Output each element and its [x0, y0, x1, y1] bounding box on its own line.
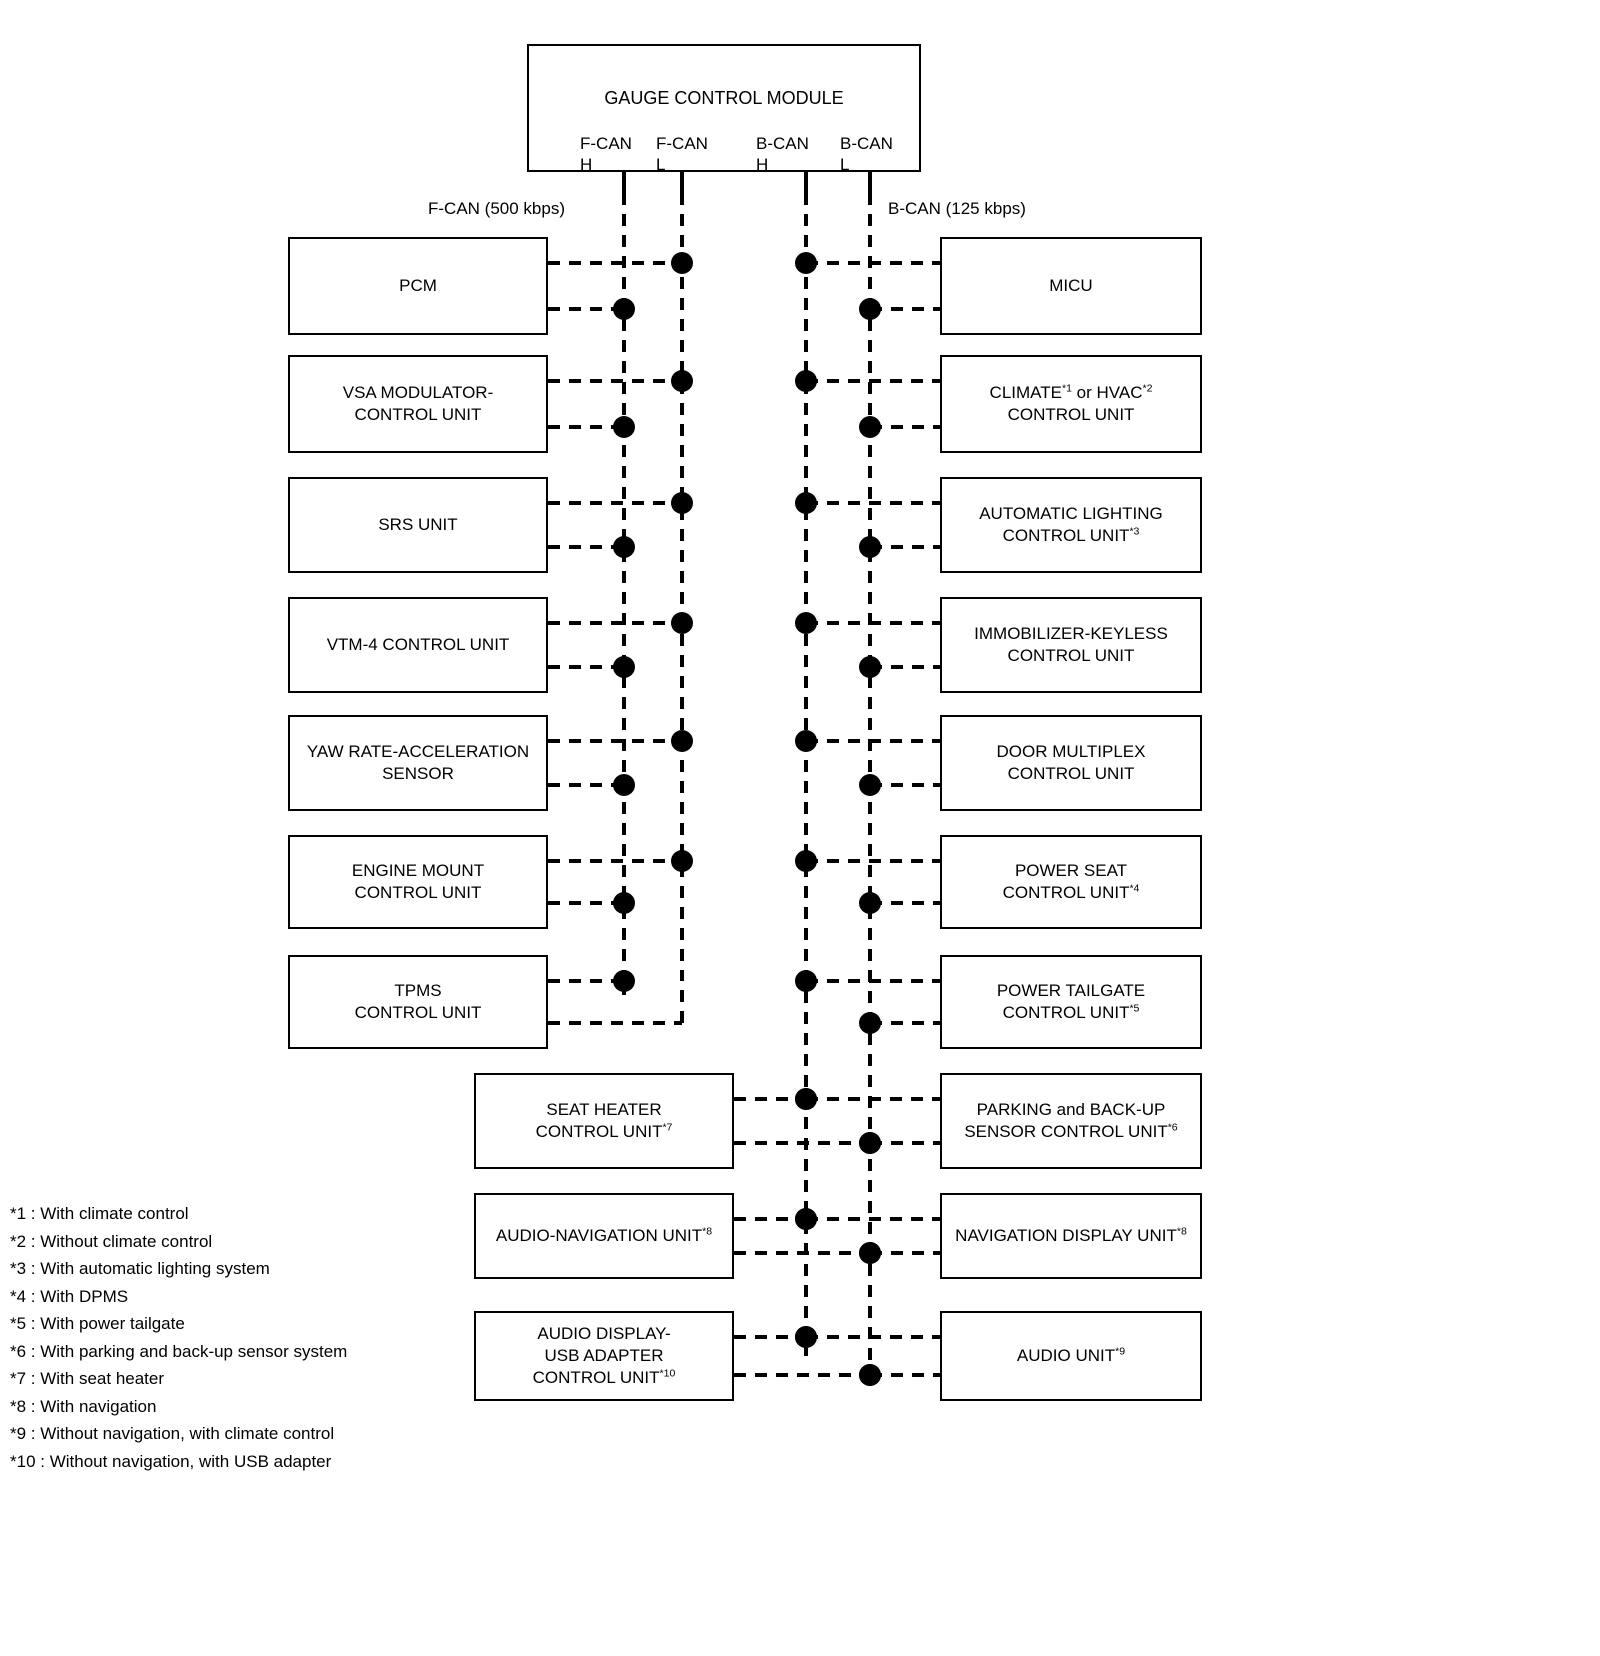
- unit-label: NAVIGATION DISPLAY UNIT*8: [955, 1225, 1187, 1245]
- bus-label-b-can: B-CAN (125 kbps): [888, 199, 1026, 218]
- gauge-control-module-box: GAUGE CONTROL MODULE: [527, 44, 921, 172]
- unit-box-right-0: MICU: [940, 237, 1202, 335]
- unit-box-left-0: PCM: [288, 237, 548, 335]
- footnote-9: *9 : Without navigation, with climate co…: [10, 1424, 335, 1444]
- footnote-legend: *1 : With climate control *2 : Without cl…: [10, 1200, 347, 1475]
- unit-box-right-8: NAVIGATION DISPLAY UNIT*8: [940, 1193, 1202, 1279]
- unit-label: AUDIO-NAVIGATION UNIT*8: [495, 1225, 713, 1245]
- pin-label-f-can-l: F-CAN L: [656, 134, 708, 175]
- unit-box-left-2: SRS UNIT: [288, 477, 548, 573]
- pin-label-b-can-h: B-CAN H: [756, 134, 809, 175]
- unit-label: VSA MODULATOR-CONTROL UNIT: [342, 382, 494, 424]
- gauge-control-module-title: GAUGE CONTROL MODULE: [604, 88, 844, 108]
- unit-label: AUDIO UNIT*9: [1016, 1345, 1126, 1365]
- pin-label-b-can-l: B-CAN L: [840, 134, 893, 175]
- unit-box-left-1: VSA MODULATOR-CONTROL UNIT: [288, 355, 548, 453]
- unit-label: SRS UNIT: [378, 514, 458, 534]
- pin-label-f-can-h: F-CAN H: [580, 134, 632, 175]
- footnote-1: *1 : With climate control: [10, 1204, 189, 1223]
- unit-box-right-9: AUDIO UNIT*9: [940, 1311, 1202, 1401]
- unit-box-center-1: AUDIO-NAVIGATION UNIT*8: [474, 1193, 734, 1279]
- footnote-3: *3 : With automatic lighting system: [10, 1259, 270, 1279]
- unit-label: PCM: [399, 275, 437, 295]
- footnote-4: *4 : With DPMS: [10, 1286, 129, 1306]
- footnote-6: *6 : With parking and back-up sensor sys…: [10, 1341, 348, 1361]
- unit-box-left-3: VTM-4 CONTROL UNIT: [288, 597, 548, 693]
- footnote-2: *2 : Without climate control: [10, 1231, 213, 1251]
- footnote-8: *8 : With navigation: [10, 1396, 157, 1416]
- unit-label: VTM-4 CONTROL UNIT: [326, 634, 510, 654]
- unit-label: MICU: [1049, 275, 1093, 295]
- footnote-5: *5 : With power tailgate: [10, 1314, 185, 1334]
- footnote-7: *7 : With seat heater: [10, 1369, 165, 1389]
- bus-label-f-can: F-CAN (500 kbps): [428, 199, 565, 218]
- footnote-10: *10 : Without navigation, with USB adapt…: [10, 1451, 332, 1471]
